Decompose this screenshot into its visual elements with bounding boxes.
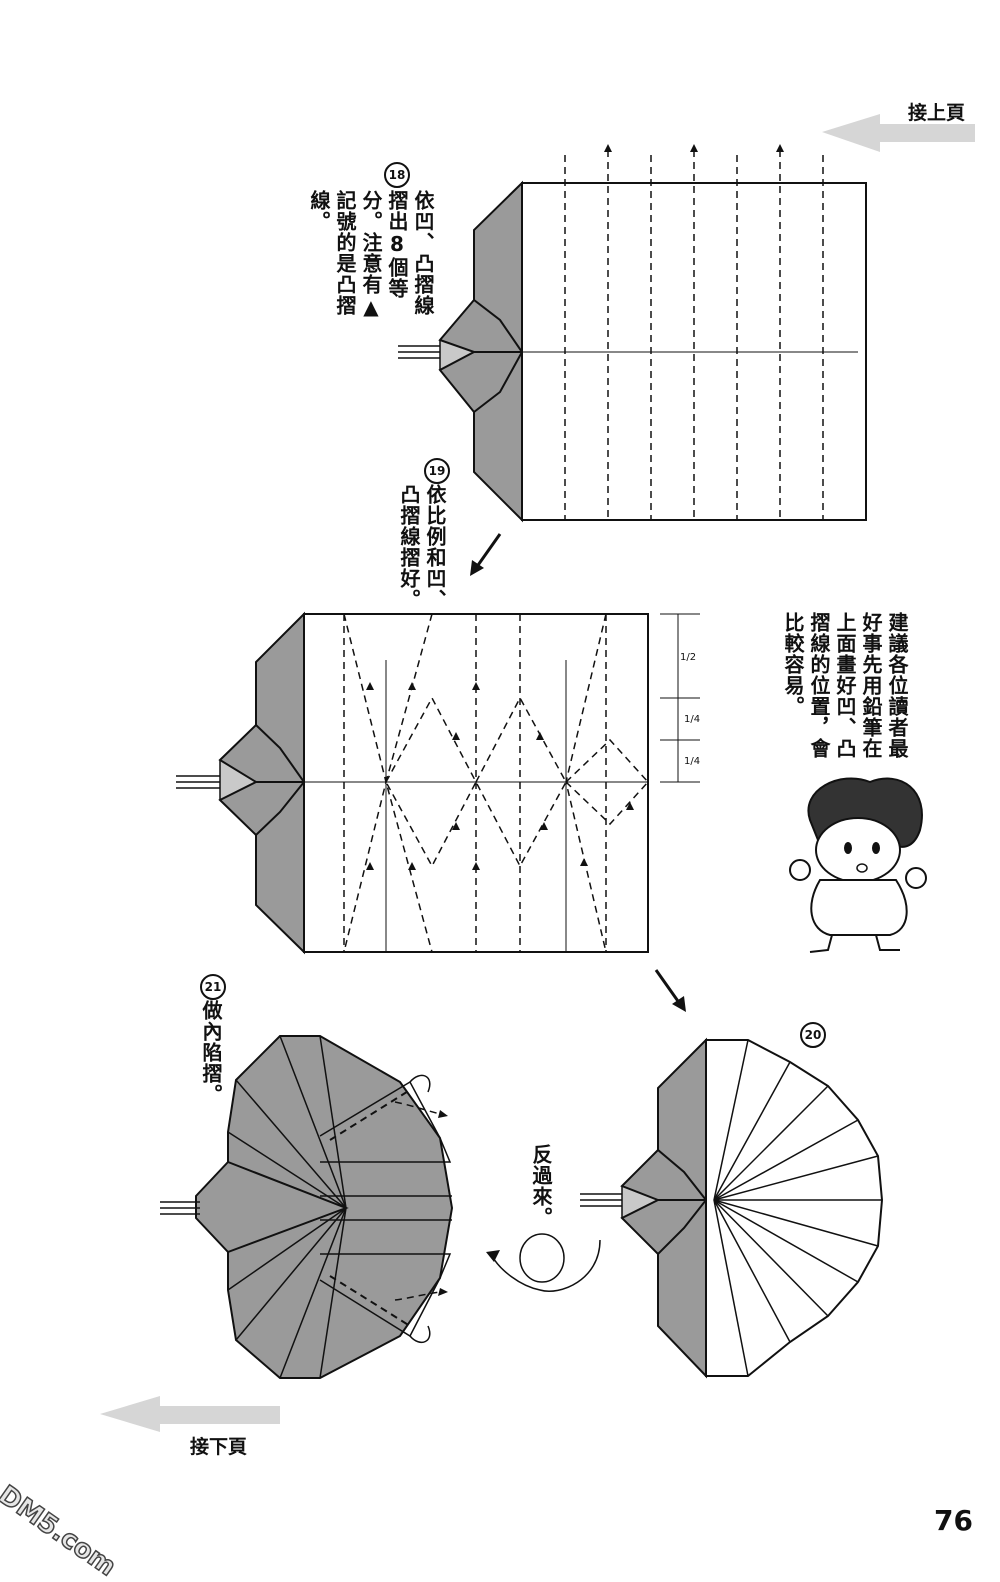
step-19-text: 依比例和凹、凸摺線摺好。 [397,484,447,610]
continued-to-label: 接下頁 [190,1436,248,1458]
turn-over-label: 反過來。 [529,1144,553,1228]
tip-text: 建議各位讀者最好事先用鉛筆在上面畫好凹、凸摺線的位置，會比較容易。 [781,612,909,759]
step-20-number: 20 [800,1022,826,1048]
ratio-mark-3: 1/4 [684,756,700,767]
ratio-mark-2: 1/4 [684,714,700,725]
step-18-text: 依凹、凸摺線摺出8個等分。注意有▲記號的是凸摺線。 [307,190,435,320]
step-21-text: 做內陷摺。 [199,1000,223,1105]
step-21-number: 21 [200,974,226,1000]
page-number: 76 [934,1504,973,1537]
ratio-mark-1: 1/2 [680,652,696,663]
step-19-number: 19 [424,458,450,484]
step-18-number: 18 [384,162,410,188]
